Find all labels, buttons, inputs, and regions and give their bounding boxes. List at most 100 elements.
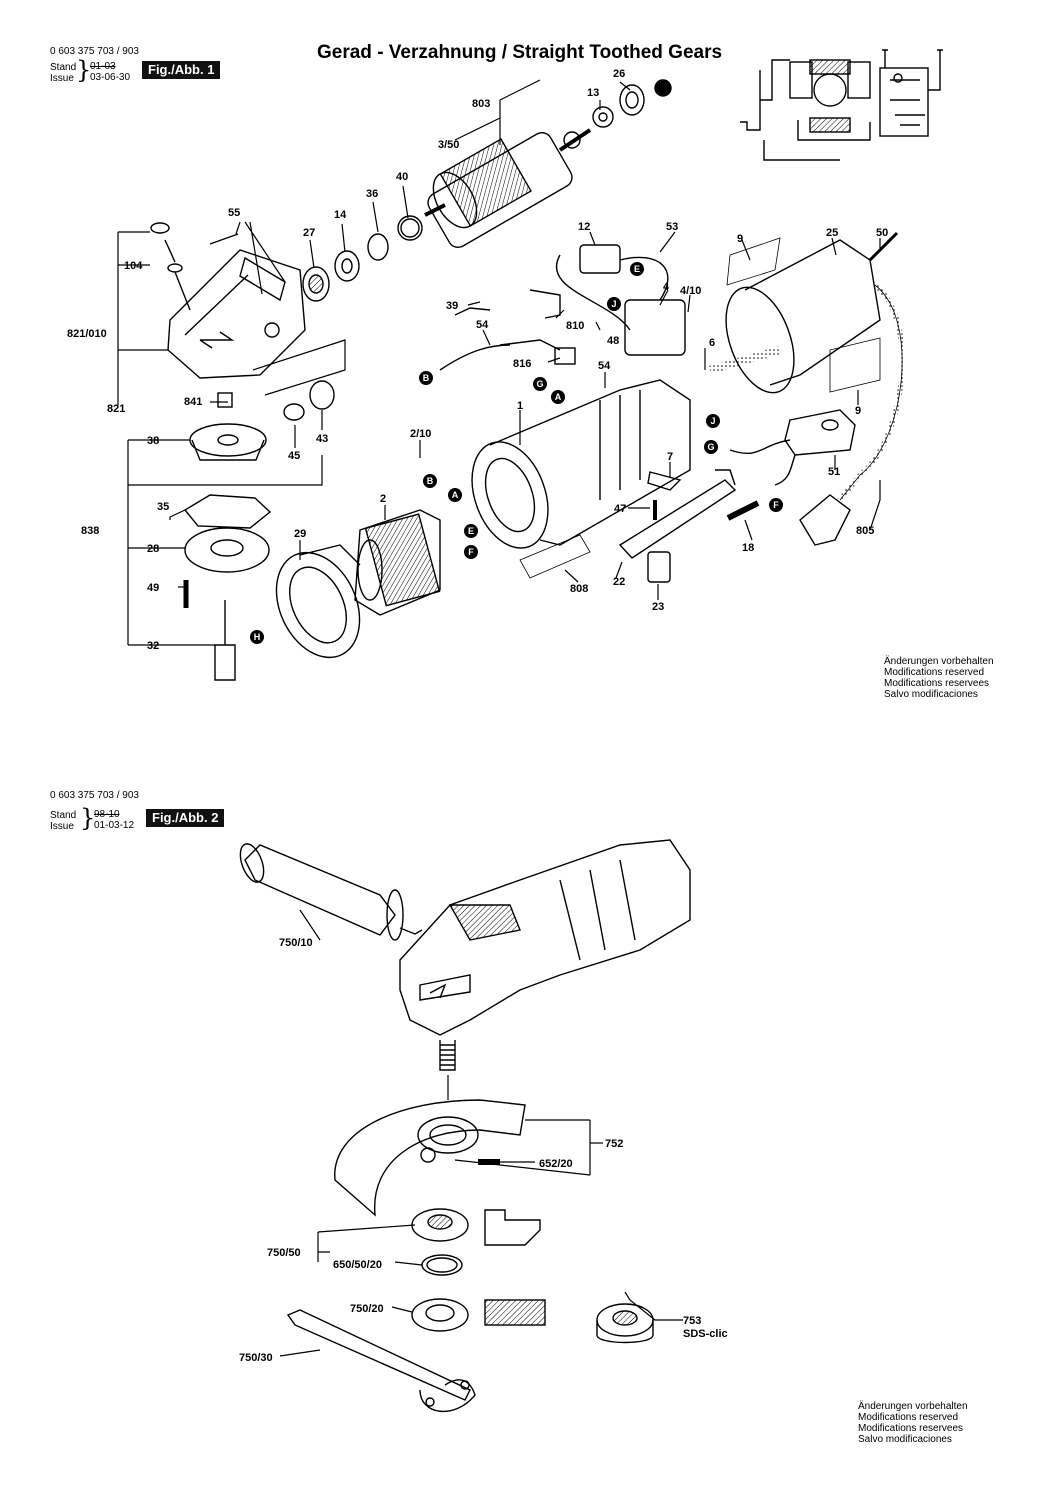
callout: 750/20 [350, 1303, 384, 1315]
callout: 22 [613, 576, 625, 588]
callout: 805 [856, 525, 874, 537]
callout: 36 [366, 188, 378, 200]
callout: 6 [709, 337, 715, 349]
callout: 750/50 [267, 1247, 301, 1259]
connector-marker: F [769, 498, 783, 512]
callout: 1 [517, 400, 523, 412]
fig1-badge: Fig./Abb. 1 [142, 61, 221, 79]
callout: 27 [303, 227, 315, 239]
callout: 2/10 [410, 428, 431, 440]
callout: 14 [334, 209, 347, 221]
connector-marker: G [533, 377, 547, 391]
fig1-brace: } [76, 56, 92, 84]
fig1-leaders [117, 79, 881, 646]
callout: 48 [607, 335, 619, 347]
callout: 816 [513, 358, 531, 370]
connector-marker: J [607, 297, 621, 311]
armature [424, 128, 592, 249]
svg-text:G: G [536, 379, 543, 389]
connector-marker: A [551, 390, 565, 404]
callout: 652/20 [539, 1158, 573, 1170]
callout: 35 [157, 501, 169, 513]
callout: 28 [147, 543, 159, 555]
connector-marker: H [250, 630, 264, 644]
motor-housing [471, 379, 691, 549]
callout: 40 [396, 171, 408, 183]
fig2-part-number: 0 603 375 703 / 903 [50, 790, 139, 801]
callout: 104 [124, 260, 143, 272]
callout: 51 [828, 466, 840, 478]
assembled-grinder [239, 839, 691, 1071]
callout: 38 [147, 435, 159, 447]
wiring-schematic [740, 49, 943, 161]
fig2-badge: Fig./Abb. 2 [146, 809, 225, 827]
callout: 26 [613, 68, 625, 80]
field-housing [725, 237, 881, 394]
callout: 3/50 [438, 139, 459, 151]
fig1-note: Salvo modificaciones [884, 689, 978, 700]
svg-text:E: E [468, 526, 474, 536]
callout: 803 [472, 98, 490, 110]
callout: 39 [446, 300, 458, 312]
callout: 821 [107, 403, 125, 415]
svg-text:J: J [611, 299, 616, 309]
connector-marker: B [423, 474, 437, 488]
connector-marker: F [464, 545, 478, 559]
fig1-issue-date: 03-06-30 [90, 72, 131, 83]
callout: 13 [587, 87, 599, 99]
fig1-note: Modifications reservees [884, 678, 990, 689]
callout: 47 [614, 503, 626, 515]
svg-text:B: B [427, 476, 434, 486]
fig1-notes: Änderungen vorbehalten Modifications res… [884, 656, 994, 700]
stator [354, 509, 441, 616]
connector-marker: E [464, 524, 478, 538]
fig1-title: Gerad - Verzahnung / Straight Toothed Ge… [317, 42, 723, 63]
fig2-issue-label: Issue [50, 821, 74, 832]
callout: 4/10 [680, 285, 701, 297]
callout: 43 [316, 433, 328, 445]
callout: 50 [876, 227, 888, 239]
callout: SDS-clic [683, 1328, 728, 1340]
callout: 18 [742, 542, 754, 554]
callout: 2 [380, 493, 386, 505]
callout: 9 [737, 233, 743, 245]
callout: 752 [605, 1138, 623, 1150]
connector-marker: E [630, 262, 644, 276]
fig2-notes: Änderungen vorbehalten Modifications res… [858, 1401, 968, 1445]
fig2-note: Modifications reservees [858, 1423, 964, 1434]
wheel-guard [334, 1099, 526, 1217]
callout: 838 [81, 525, 99, 537]
svg-text:F: F [773, 500, 779, 510]
gear-head [150, 222, 306, 379]
svg-text:G: G [707, 442, 714, 452]
callout: 23 [652, 601, 664, 613]
callout: 4 [663, 281, 670, 293]
callout: 750/30 [239, 1352, 273, 1364]
callout: 25 [826, 227, 838, 239]
fig1-part-number: 0 603 375 703 / 903 [50, 46, 139, 57]
connector-marker: A [448, 488, 462, 502]
fig2-note: Änderungen vorbehalten [858, 1401, 968, 1412]
connector-marker: G [704, 440, 718, 454]
fig2-stand-label: Stand [50, 810, 77, 821]
fig1-stand-date: 01-03 [90, 61, 116, 72]
fig2-note: Modifications reserved [858, 1412, 959, 1423]
svg-text:B: B [423, 373, 430, 383]
connector-marker: J [706, 414, 720, 428]
callout: 821/010 [67, 328, 107, 340]
fig1-note: Änderungen vorbehalten [884, 656, 994, 667]
svg-text:A: A [555, 392, 562, 402]
fig2-leaders [279, 909, 683, 1357]
callout: 49 [147, 582, 159, 594]
callout: 753 [683, 1315, 701, 1327]
callout: 29 [294, 528, 306, 540]
fig1-stand-label: Stand [50, 62, 77, 73]
callout: 54 [598, 360, 611, 372]
fig1-issue-label: Issue [50, 73, 74, 84]
callout: 12 [578, 221, 590, 233]
callout: 45 [288, 450, 300, 462]
fig2-brace: } [80, 804, 96, 832]
callout: 750/10 [279, 937, 313, 949]
